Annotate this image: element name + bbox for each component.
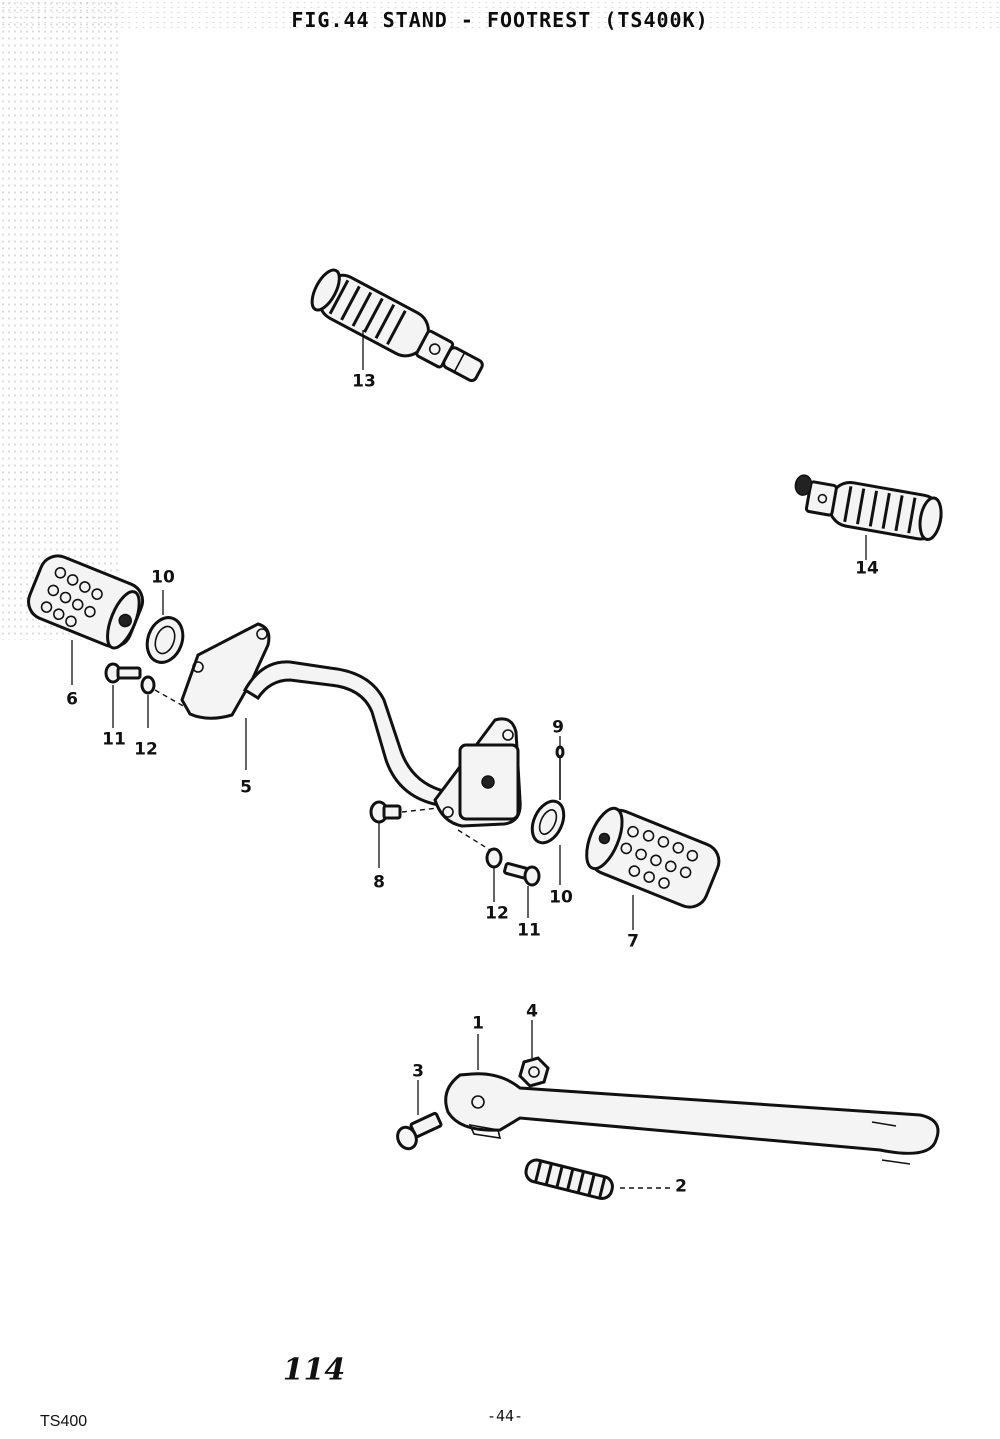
- part-10-washer-lower: [530, 799, 566, 885]
- callout-10-upper: 10: [151, 567, 175, 588]
- callout-12-lower: 12: [485, 903, 509, 924]
- callout-9: 9: [552, 717, 564, 738]
- part-9-cotter-pin: [555, 736, 565, 800]
- callout-3: 3: [412, 1061, 424, 1082]
- callout-11-lower: 11: [517, 920, 541, 941]
- callout-4: 4: [526, 1001, 538, 1022]
- part-8-pin: [369, 800, 439, 868]
- handwritten-page-number: 114: [282, 1352, 346, 1388]
- callout-12-upper: 12: [134, 739, 158, 760]
- callout-11-upper: 11: [102, 729, 126, 750]
- part-4-nut: [518, 1020, 550, 1088]
- part-5-footrest-bar: [180, 622, 522, 828]
- page-number: -44-: [486, 1407, 524, 1425]
- part-1-side-stand: [444, 1034, 940, 1165]
- part-2-spring: [524, 1158, 670, 1200]
- part-12-washer-lower: [485, 847, 503, 902]
- scan-noise-left: [0, 0, 120, 640]
- callout-10-lower: 10: [549, 887, 573, 908]
- part-6-footrest-left: [27, 554, 145, 685]
- callout-2: 2: [675, 1176, 687, 1197]
- callout-6: 6: [66, 689, 78, 710]
- part-14-rear-footrest: [794, 474, 943, 560]
- part-7-footrest-right: [585, 806, 721, 930]
- figure-title: FIG.44 STAND - FOOTREST (TS400K): [291, 8, 709, 32]
- model-label: TS400: [40, 1413, 88, 1430]
- callout-14: 14: [855, 558, 879, 579]
- scan-noise-top: [0, 0, 1000, 30]
- part-10-washer-upper: [145, 590, 185, 664]
- callout-5: 5: [240, 777, 252, 798]
- part-12-washer-upper: [140, 675, 156, 728]
- part-13-rear-footrest: [310, 268, 484, 383]
- callout-8: 8: [373, 872, 385, 893]
- part-3-bolt: [396, 1080, 443, 1151]
- callout-13: 13: [352, 371, 376, 392]
- part-11-bolt-lower: [503, 862, 541, 918]
- part-11-bolt-upper: [104, 662, 142, 728]
- callout-7: 7: [627, 931, 639, 952]
- callout-1: 1: [472, 1013, 484, 1034]
